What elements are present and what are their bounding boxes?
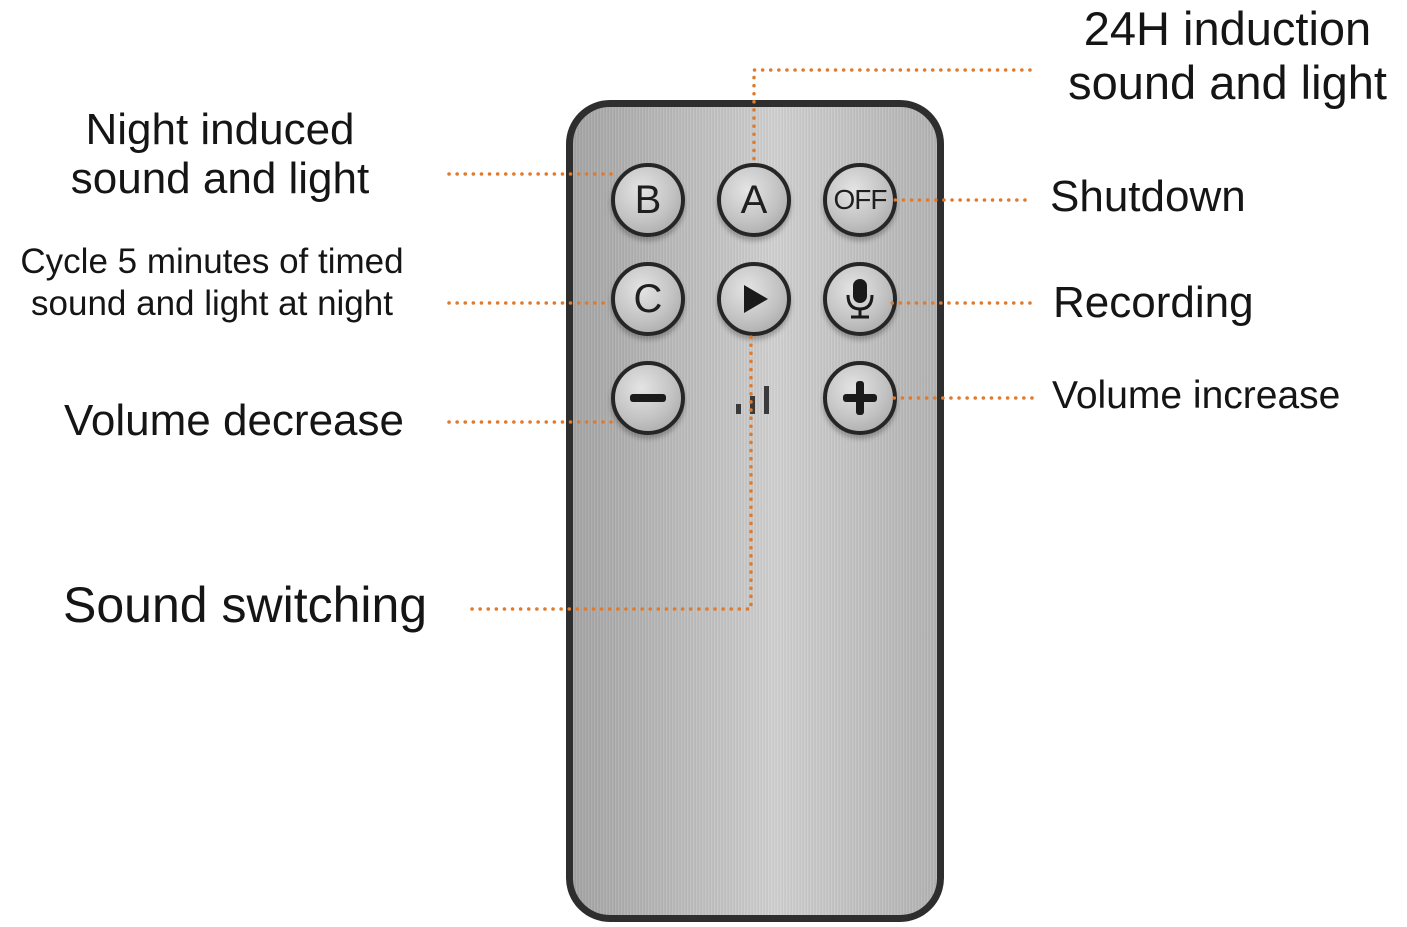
volume-up-button[interactable]: [823, 361, 897, 435]
label-24h-induction: 24H induction sound and light: [1050, 2, 1405, 109]
label-recording: Recording: [1053, 278, 1254, 327]
off-button-label: OFF: [833, 184, 888, 215]
signal-bars-icon: [732, 382, 778, 416]
a-button-label: A: [740, 178, 768, 222]
microphone-icon: [840, 277, 880, 321]
plus-icon: [840, 378, 880, 418]
c-button-label: C: [633, 277, 663, 321]
label-night-induced-line2: sound and light: [70, 154, 370, 204]
a-button[interactable]: A: [717, 163, 791, 237]
label-night-induced: Night induced sound and light: [70, 105, 370, 204]
off-button[interactable]: OFF: [823, 163, 897, 237]
play-button[interactable]: [717, 262, 791, 336]
label-cycle-timed-line2: sound and light at night: [31, 284, 393, 323]
record-button[interactable]: [823, 262, 897, 336]
b-button[interactable]: B: [611, 163, 685, 237]
minus-icon: [628, 392, 668, 404]
label-cycle-timed-line1: Cycle 5 minutes of timed: [20, 242, 404, 281]
label-night-induced-line1: Night induced: [85, 105, 355, 154]
volume-down-button[interactable]: [611, 361, 685, 435]
label-cycle-timed: Cycle 5 minutes of timed sound and light…: [2, 241, 422, 325]
label-volume-decrease: Volume decrease: [64, 396, 404, 445]
label-sound-switching: Sound switching: [63, 577, 428, 633]
c-button[interactable]: C: [611, 262, 685, 336]
b-button-label: B: [634, 178, 662, 222]
label-shutdown: Shutdown: [1050, 172, 1246, 221]
label-volume-increase: Volume increase: [1052, 374, 1341, 417]
label-24h-induction-line2: sound and light: [1068, 55, 1387, 109]
play-icon: [736, 281, 772, 317]
label-24h-induction-line1: 24H induction: [1083, 2, 1372, 55]
